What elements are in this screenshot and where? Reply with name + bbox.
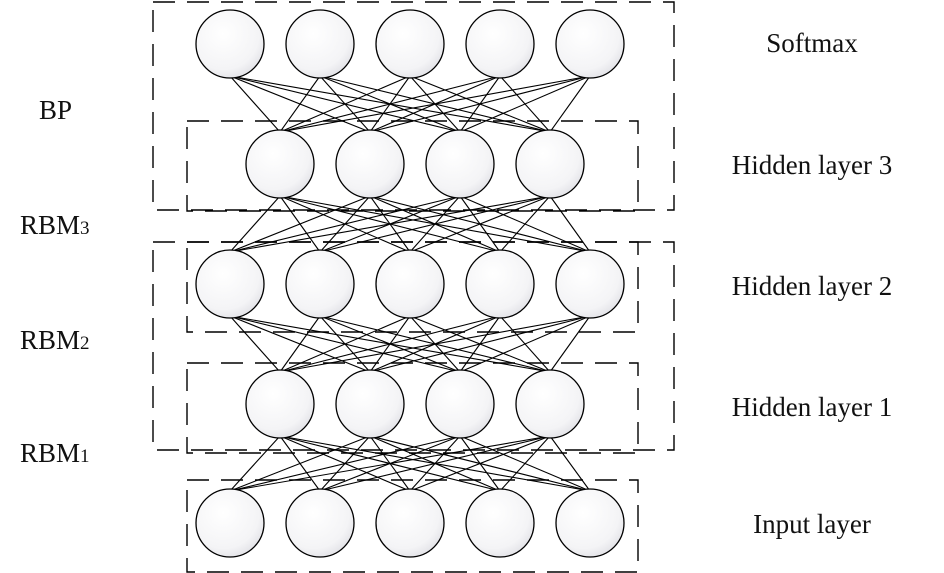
neuron-input-3 (375, 488, 445, 558)
connection-hidden3-3-hidden2-2 (409, 195, 551, 253)
neuron-hidden3-3 (425, 129, 495, 199)
neuron-hidden2-3 (375, 249, 445, 319)
label-hidden-layer-2: Hidden layer 2 (732, 271, 892, 301)
connection-hidden2-3-hidden1-0 (279, 315, 501, 373)
connection-softmax-4-hidden3-0 (279, 75, 591, 133)
connection-hidden2-1-hidden1-0 (279, 315, 321, 373)
label-rbm2-sub: 2 (80, 333, 90, 354)
connection-hidden2-4-hidden1-0 (279, 315, 591, 373)
connection-hidden3-3-hidden2-1 (319, 195, 551, 253)
connection-softmax-1-hidden3-0 (279, 75, 321, 133)
label-input-layer: Input layer (753, 509, 871, 539)
connection-hidden1-3-input-2 (409, 435, 551, 492)
connection-hidden1-0-input-0 (229, 435, 281, 492)
neuron-hidden1-4 (515, 369, 585, 439)
connection-hidden3-3-hidden2-3 (499, 195, 551, 253)
connection-softmax-3-hidden3-0 (279, 75, 501, 133)
connection-softmax-4-hidden3-2 (459, 75, 591, 133)
neuron-input-1 (195, 488, 265, 558)
label-rbm3-sub: 3 (80, 218, 90, 239)
label-rbm3: RBM3 (20, 210, 90, 240)
connection-hidden1-3-input-4 (549, 435, 591, 492)
connections (229, 75, 591, 492)
connection-hidden2-2-hidden1-0 (279, 315, 411, 373)
connection-hidden3-3-hidden2-0 (229, 195, 551, 253)
neuron-hidden2-4 (465, 249, 535, 319)
label-rbm1: RBM1 (20, 438, 90, 468)
neuron-hidden1-3 (425, 369, 495, 439)
connection-softmax-4-hidden3-3 (549, 75, 591, 133)
connection-hidden2-4-hidden1-1 (369, 315, 591, 373)
connection-hidden1-3-input-3 (499, 435, 551, 492)
neuron-hidden2-5 (555, 249, 625, 319)
hidden1-box (186, 362, 639, 454)
label-rbm1-sub: 1 (80, 446, 90, 467)
connection-hidden1-2-input-0 (229, 435, 461, 492)
connection-hidden2-4-hidden1-3 (549, 315, 591, 373)
neuron-softmax-2 (285, 9, 355, 79)
neuron-softmax-1 (195, 9, 265, 79)
neuron-hidden2-1 (195, 249, 265, 319)
connection-hidden3-2-hidden2-0 (229, 195, 461, 253)
neuron-softmax-4 (465, 9, 535, 79)
input-box (186, 479, 639, 573)
label-hidden-layer-1: Hidden layer 1 (732, 392, 892, 422)
label-rbm2: RBM2 (20, 325, 90, 355)
neuron-hidden3-2 (335, 129, 405, 199)
connection-softmax-0-hidden3-0 (229, 75, 281, 133)
neuron-hidden3-1 (245, 129, 315, 199)
connection-softmax-2-hidden3-0 (279, 75, 411, 133)
neuron-softmax-3 (375, 9, 445, 79)
hidden2-box (186, 241, 639, 333)
connection-hidden1-3-input-0 (229, 435, 551, 492)
connection-hidden2-4-hidden1-2 (459, 315, 591, 373)
neuron-input-2 (285, 488, 355, 558)
neuron-softmax-5 (555, 9, 625, 79)
group-boxes (152, 1, 675, 573)
group-labels: BP RBM3 RBM2 RBM1 (20, 95, 90, 468)
connection-hidden3-3-hidden2-4 (549, 195, 591, 253)
neuron-hidden1-1 (245, 369, 315, 439)
neuron-hidden1-2 (335, 369, 405, 439)
bp-box (152, 1, 675, 211)
layer-labels: Softmax Hidden layer 3 Hidden layer 2 Hi… (732, 28, 892, 539)
label-softmax: Softmax (766, 28, 858, 58)
label-hidden-layer-3: Hidden layer 3 (732, 150, 892, 180)
label-bp: BP (39, 95, 72, 125)
neuron-hidden3-4 (515, 129, 585, 199)
connection-hidden1-1-input-0 (229, 435, 371, 492)
connection-hidden2-0-hidden1-0 (229, 315, 281, 373)
rbm2-box (152, 241, 675, 451)
neuron-input-5 (555, 488, 625, 558)
connection-hidden3-0-hidden2-0 (229, 195, 281, 253)
connection-hidden3-1-hidden2-0 (229, 195, 371, 253)
connection-hidden1-3-input-1 (319, 435, 551, 492)
neuron-input-4 (465, 488, 535, 558)
connection-softmax-4-hidden3-1 (369, 75, 591, 133)
neuron-hidden2-2 (285, 249, 355, 319)
neurons (195, 9, 625, 558)
